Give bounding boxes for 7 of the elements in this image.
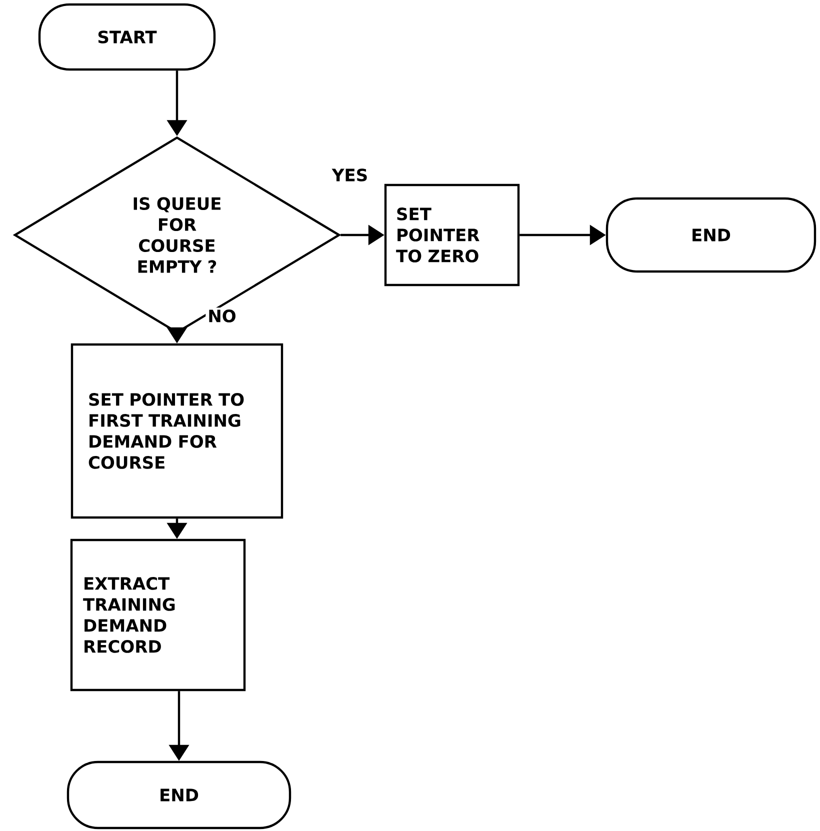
- process-box: SET POINTER TO ZERO: [384, 184, 520, 286]
- process-box: EXTRACT TRAINING DEMAND RECORD: [70, 538, 246, 692]
- end-terminal: END: [606, 197, 816, 273]
- end-terminal: END: [66, 760, 292, 830]
- start-terminal: START: [38, 3, 216, 71]
- process-box: SET POINTER TO FIRST TRAINING DEMAND FOR COURSE: [70, 343, 284, 519]
- edge-label: NO: [206, 308, 238, 324]
